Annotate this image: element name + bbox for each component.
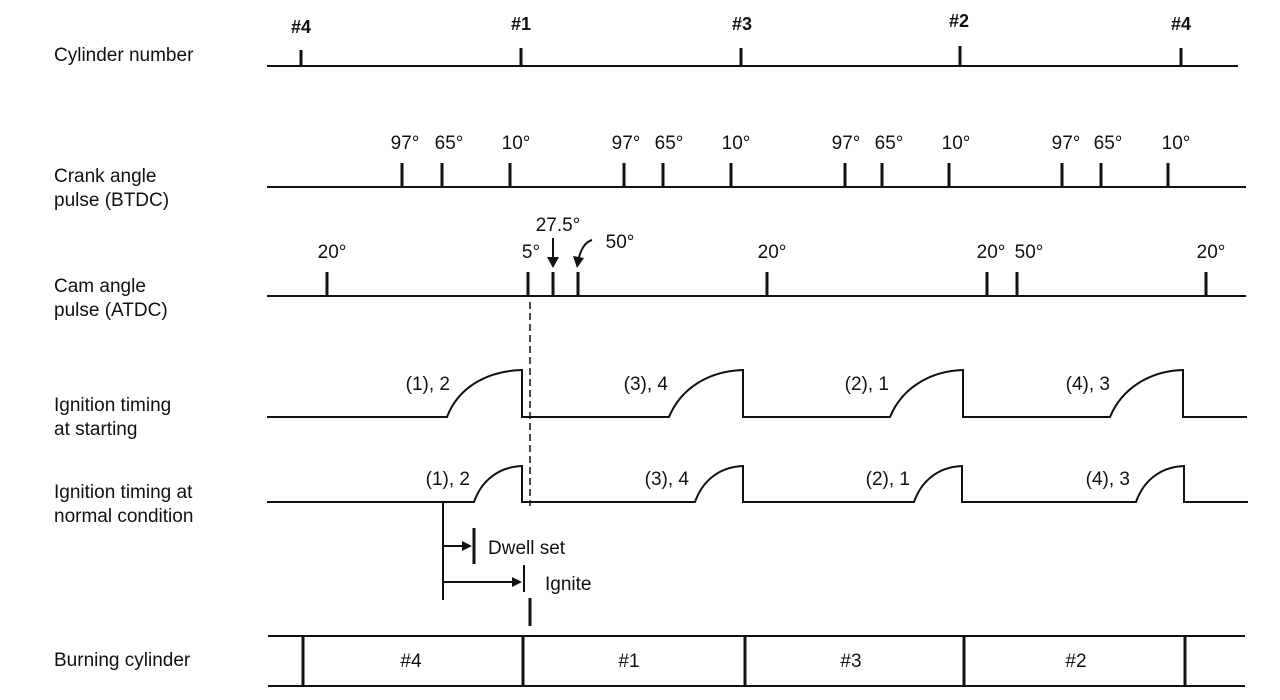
crank-tick-label: 65° [1094,133,1123,154]
crank-tick-label: 97° [391,133,420,154]
cylinder-tick-label: #3 [732,14,752,34]
burning-cell-label: #3 [840,651,861,672]
burning-cylinder-label: Burning cylinder [54,650,191,671]
cylinder-row: #4 #1 #3 #2 #4 [267,11,1238,67]
ignite-label: Ignite [545,574,591,595]
ign-start-pulse-label: (3), 4 [624,374,669,395]
crank-tick-label: 65° [875,133,904,154]
cylinder-tick-label: #1 [511,14,531,34]
burning-cell-label: #2 [1065,651,1086,672]
ign-normal-label-line2: normal condition [54,506,193,527]
crank-tick-label: 10° [1162,133,1191,154]
cylinder-tick-label: #2 [949,11,969,31]
crank-tick-label: 65° [655,133,684,154]
ign-start-pulse-label: (4), 3 [1066,374,1110,395]
row-labels: Cylinder number Crank angle pulse (BTDC)… [54,45,194,671]
crank-tick-label: 97° [1052,133,1081,154]
cam-row: 20° 5° 27.5° 50° 20° 20° 50° 20° [267,215,1246,297]
cam-tick-label: 27.5° [536,215,581,236]
ign-start-pulse-label: (2), 1 [845,374,889,395]
crank-tick-label: 10° [942,133,971,154]
ign-normal-row: (1), 2 (3), 4 (2), 1 (4), 3 Dwell set Ig… [267,464,1248,626]
ign-normal-pulse-label: (1), 2 [426,469,470,490]
ign-start-label-line2: at starting [54,419,137,440]
crank-tick-label: 10° [722,133,751,154]
cam-tick-label: 50° [1015,242,1044,263]
crank-tick-label: 97° [612,133,641,154]
cam-tick-label: 5° [522,242,540,263]
cam-tick-label: 20° [1197,242,1226,263]
crank-tick-label: 97° [832,133,861,154]
ign-start-row: (1), 2 (3), 4 (2), 1 (4), 3 [267,368,1247,418]
crank-tick-label: 65° [435,133,464,154]
cam-tick-label: 20° [318,242,347,263]
pointer-50-arrowhead [573,256,584,268]
crank-tick-label: 10° [502,133,531,154]
cam-tick-label: 50° [606,232,635,253]
cylinder-tick-label: #4 [1171,14,1191,34]
burning-cell-label: #1 [618,651,639,672]
ign-start-label-line1: Ignition timing [54,395,171,416]
burning-row: #4 #1 #3 #2 [268,635,1245,687]
crank-row: 97° 65° 10° 97° 65° 10° 97° 65° 10° 97° … [267,133,1246,188]
ignite-arrowhead [512,577,522,587]
ign-start-pulse-label: (1), 2 [406,374,450,395]
pointer-27-5-arrowhead [547,257,559,268]
ign-start-waveform [267,368,1247,418]
ign-normal-pulse-label: (4), 3 [1086,469,1130,490]
burning-cell-label: #4 [400,651,422,672]
cam-tick-label: 20° [977,242,1006,263]
ign-normal-label-line1: Ignition timing at [54,482,193,503]
cylinder-tick-label: #4 [291,17,311,37]
cam-angle-label-line2: pulse (ATDC) [54,300,168,321]
ign-normal-waveform [267,464,1248,503]
cylinder-number-label: Cylinder number [54,45,194,66]
ign-normal-pulse-label: (2), 1 [866,469,910,490]
crank-angle-label-line1: Crank angle [54,166,156,187]
crank-angle-label-line2: pulse (BTDC) [54,190,169,211]
ign-normal-pulse-label: (3), 4 [645,469,690,490]
cam-angle-label-line1: Cam angle [54,276,146,297]
dwell-set-label: Dwell set [488,538,566,559]
cam-tick-label: 20° [758,242,787,263]
dwell-arrowhead [462,541,472,551]
